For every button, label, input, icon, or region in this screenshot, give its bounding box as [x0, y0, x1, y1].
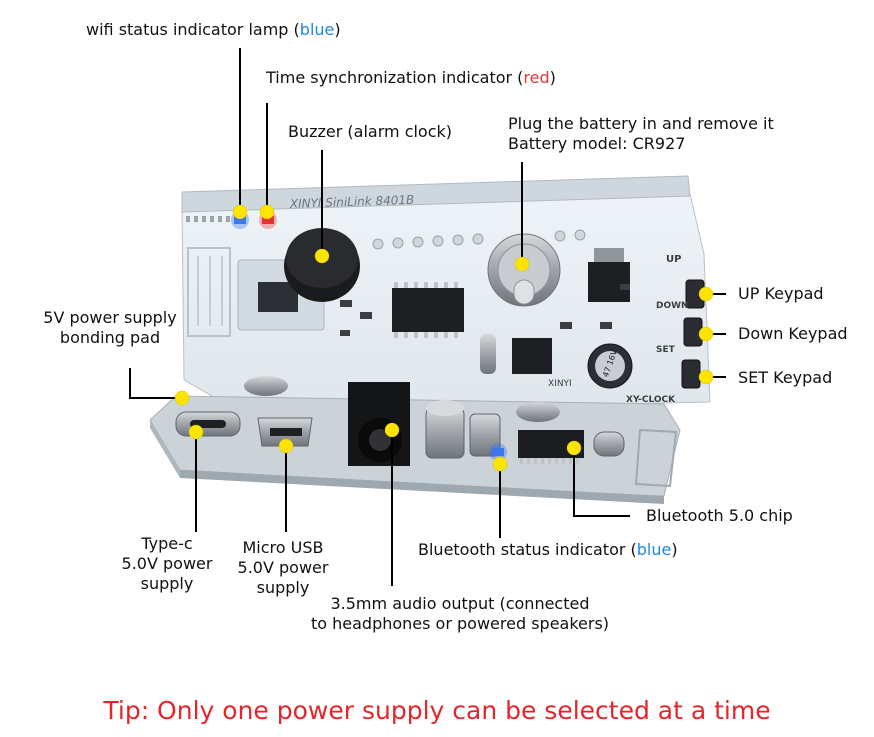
label-battery: Plug the battery in and remove it Batter… [508, 114, 774, 153]
label-set-keypad: SET Keypad [738, 368, 833, 387]
label-micro-usb: Micro USB 5.0V power supply [237, 538, 329, 597]
label-down-keypad: Down Keypad [738, 324, 848, 343]
label-up-keypad: UP Keypad [738, 284, 824, 303]
silk-down: DOWN [656, 301, 689, 311]
silk-vendor: XINYI [548, 379, 572, 389]
label-time-sync: Time synchronization indicator (red) [266, 68, 556, 87]
label-audio-output: 3.5mm audio output (connected to headpho… [310, 594, 610, 633]
bluetooth-led [489, 443, 507, 461]
silk-set: SET [656, 345, 676, 355]
audio-jack [348, 382, 410, 466]
label-wifi: wifi status indicator lamp (blue) [86, 20, 341, 39]
tip-text: Tip: Only one power supply can be select… [103, 696, 771, 725]
silk-up: UP [666, 254, 681, 265]
capacitor [587, 343, 633, 389]
micro-usb-connector [257, 417, 313, 447]
label-bonding-pad: 5V power supply bonding pad [43, 308, 177, 347]
label-bluetooth-chip: Bluetooth 5.0 chip [646, 506, 793, 525]
label-bluetooth-status: Bluetooth status indicator (blue) [418, 540, 678, 559]
silk-top: XINYI SiniLink 8401B [289, 193, 415, 211]
silk-brand: XY-CLOCK [626, 395, 676, 405]
pointer-dots [174, 204, 714, 472]
label-type-c: Type-c 5.0V power supply [121, 534, 213, 593]
type-c-connector [175, 411, 241, 437]
label-buzzer: Buzzer (alarm clock) [288, 122, 453, 141]
front-pcb [149, 376, 681, 504]
